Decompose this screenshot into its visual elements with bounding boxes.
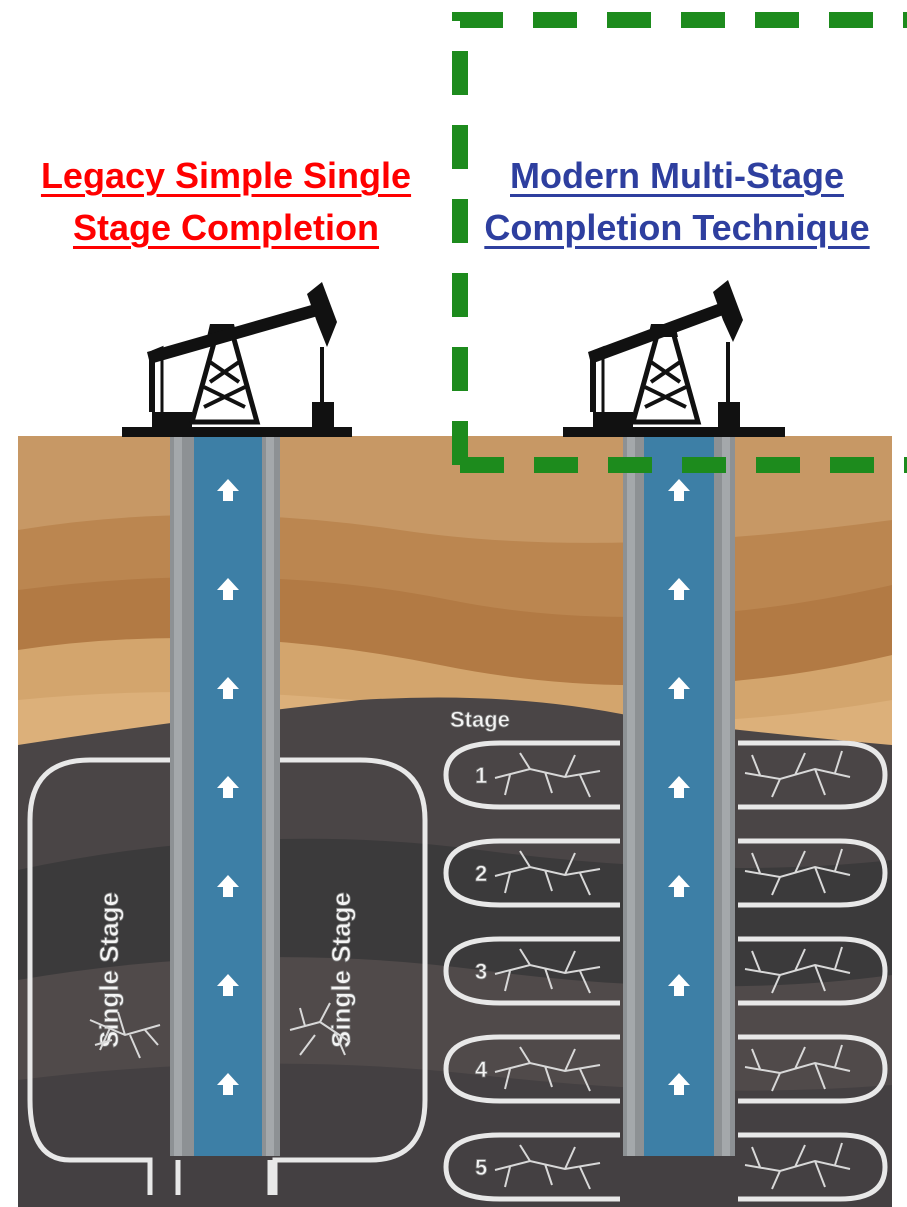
fracture-network-icon bbox=[89, 1002, 351, 1059]
stage-loop bbox=[443, 1034, 888, 1104]
stage-loop bbox=[443, 936, 888, 1006]
up-arrow-icon bbox=[217, 776, 239, 798]
legacy-title: Legacy Simple Single Stage Completion bbox=[40, 155, 412, 248]
fracture-network-icon bbox=[494, 1142, 851, 1190]
pump-jack-icon bbox=[563, 280, 785, 437]
up-arrow-icon bbox=[668, 974, 690, 996]
modern-stages-zone: Stage 1 2 3 4 5 bbox=[443, 707, 888, 1202]
legacy-wellbore bbox=[170, 436, 280, 1156]
up-arrow-icon bbox=[217, 1073, 239, 1095]
fracture-network-icon bbox=[494, 750, 851, 798]
stage-number: 1 bbox=[475, 763, 487, 788]
stage-5: 5 bbox=[443, 1132, 888, 1202]
single-stage-label-left: Single Stage bbox=[94, 892, 124, 1048]
up-arrow-icon bbox=[217, 974, 239, 996]
legacy-flow-arrows bbox=[217, 479, 239, 1095]
up-arrow-icon bbox=[668, 677, 690, 699]
stage-loop bbox=[443, 838, 888, 908]
up-arrow-icon bbox=[668, 776, 690, 798]
up-arrow-icon bbox=[217, 875, 239, 897]
stage-number: 4 bbox=[475, 1057, 488, 1082]
pump-jack-icon bbox=[122, 282, 352, 437]
up-arrow-icon bbox=[668, 1073, 690, 1095]
stage-number: 2 bbox=[475, 861, 487, 886]
stage-number: 5 bbox=[475, 1155, 487, 1180]
modern-flow-arrows bbox=[668, 479, 690, 1095]
single-stage-loop bbox=[27, 757, 428, 1195]
fracture-network-icon bbox=[494, 848, 851, 896]
up-arrow-icon bbox=[668, 875, 690, 897]
stage-header: Stage bbox=[450, 707, 510, 732]
stage-2: 2 bbox=[443, 838, 888, 908]
stage-loop bbox=[443, 1132, 888, 1202]
stage-loop bbox=[443, 740, 888, 810]
modern-wellbore bbox=[623, 436, 735, 1156]
up-arrow-icon bbox=[217, 578, 239, 600]
stage-1: 1 bbox=[443, 740, 888, 810]
up-arrow-icon bbox=[217, 677, 239, 699]
single-stage-label-right: Single Stage bbox=[326, 892, 356, 1048]
up-arrow-icon bbox=[668, 578, 690, 600]
fracture-network-icon bbox=[494, 946, 851, 994]
modern-title: Modern Multi-Stage Completion Technique bbox=[484, 155, 870, 248]
stage-number: 3 bbox=[475, 959, 487, 984]
stage-4: 4 bbox=[443, 1034, 888, 1104]
up-arrow-icon bbox=[668, 479, 690, 501]
up-arrow-icon bbox=[217, 479, 239, 501]
stage-3: 3 bbox=[443, 936, 888, 1006]
fracture-network-icon bbox=[494, 1044, 851, 1092]
legacy-single-stage-zone: Single Stage Single Stage bbox=[27, 757, 428, 1195]
modern-highlight-box bbox=[452, 12, 907, 473]
